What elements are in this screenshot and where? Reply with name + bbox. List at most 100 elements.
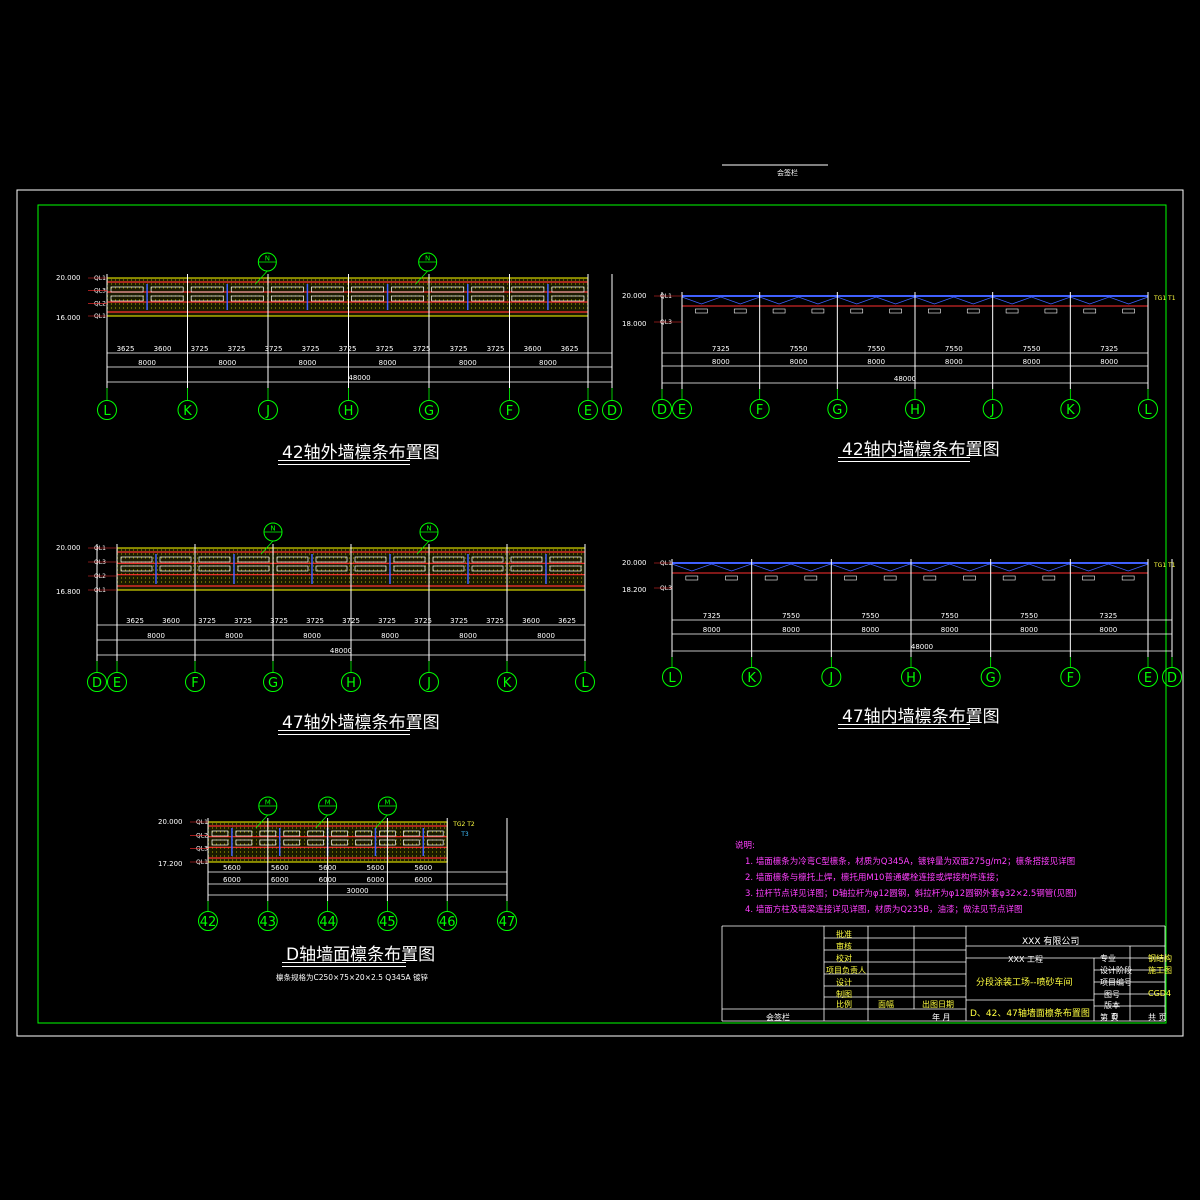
span-dimension: 3625 xyxy=(117,345,135,353)
purlin-block xyxy=(237,565,270,572)
axis-label: L xyxy=(668,671,676,686)
purlin-tag xyxy=(928,308,941,314)
axis-label: D xyxy=(1167,671,1177,686)
axis-label: J xyxy=(426,676,431,691)
notes-heading: 说明: xyxy=(735,841,755,851)
tb-right-label: 第 页 xyxy=(1100,1013,1119,1022)
bay-dimension: 6000 xyxy=(223,876,241,884)
level-label: QL1 xyxy=(196,819,208,826)
span-dimension: 3725 xyxy=(302,345,320,353)
member-tag: TG1 T1 xyxy=(1153,562,1176,569)
span-dimension: 5600 xyxy=(271,864,289,872)
bay-dimension: 8000 xyxy=(1100,358,1118,366)
elevation-mark: 16.000 xyxy=(56,314,81,322)
elevation-mark: 20.000 xyxy=(622,559,647,567)
axis-label: E xyxy=(113,676,121,691)
purlin-block xyxy=(510,556,543,563)
level-label: QL1 xyxy=(660,293,672,300)
bracing-zigzag xyxy=(671,563,1149,572)
axis-label: E xyxy=(678,403,686,418)
title-underline xyxy=(282,962,406,963)
axis-label: K xyxy=(747,671,756,686)
level-label: QL2 xyxy=(196,832,208,839)
axis-bubble xyxy=(1138,667,1158,687)
general-notes: 说明: 1. 墙面檩条为冷弯C型檩条，材质为Q345A，镀锌量为双面275g/m… xyxy=(735,838,1077,918)
total-dimension: 48000 xyxy=(330,647,352,655)
axis-label: H xyxy=(346,676,356,691)
total-dimension: 48000 xyxy=(348,374,370,382)
tb-label: 制图 xyxy=(836,990,852,999)
inner-border xyxy=(37,204,1167,1024)
span-dimension: 3725 xyxy=(414,617,432,625)
span-dimension: 7550 xyxy=(861,612,879,620)
purlin-block xyxy=(403,839,420,846)
purlin-block xyxy=(198,565,231,572)
title-underline xyxy=(278,460,410,461)
purlin-block xyxy=(315,565,348,572)
axis-bubble xyxy=(185,672,205,692)
span-dimension: 3725 xyxy=(413,345,431,353)
level-label: QL2 xyxy=(94,573,106,580)
purlin-block xyxy=(354,556,387,563)
axis-bubble xyxy=(377,911,398,931)
purlin-tag xyxy=(685,575,699,581)
level-label: QL1 xyxy=(94,587,106,594)
callout-leader xyxy=(255,814,269,829)
level-label: QL1 xyxy=(94,545,106,552)
purlin-block xyxy=(230,286,264,293)
callout-leader xyxy=(315,814,328,829)
tb-right-value: 共 页 xyxy=(1148,1013,1167,1022)
level-label: QL1 xyxy=(660,560,672,567)
purlin-block xyxy=(511,286,545,293)
span-dimension: 3725 xyxy=(342,617,360,625)
total-dimension: 30000 xyxy=(346,887,368,895)
axis-label: 47 xyxy=(499,915,516,930)
purlin-block xyxy=(393,556,426,563)
purlin-block xyxy=(403,830,420,837)
purlin-tag xyxy=(923,575,937,581)
bay-dimension: 8000 xyxy=(861,626,879,634)
span-dimension: 3725 xyxy=(265,345,283,353)
elevation-mark: 20.000 xyxy=(56,274,81,282)
tb-seal-label: 会签栏 xyxy=(766,1013,790,1022)
purlin-tag xyxy=(695,308,708,314)
purlin-block xyxy=(351,295,384,302)
view-title-47-outer: 47轴外墙檩条布置图 xyxy=(282,713,440,733)
purlin-block xyxy=(471,286,505,293)
purlin-block xyxy=(211,830,229,837)
purlin-block xyxy=(510,565,543,572)
purlin-block xyxy=(391,295,425,302)
purlin-block xyxy=(237,556,270,563)
axis-bubble xyxy=(602,400,622,420)
callout-leader xyxy=(375,814,388,829)
axis-label: L xyxy=(581,676,589,691)
span-dimension: 3600 xyxy=(162,617,180,625)
view-title-42-inner: 42轴内墙檩条布置图 xyxy=(842,440,1000,460)
span-dimension: 3725 xyxy=(450,617,468,625)
purlin-spec-note: 檩条规格为C250×75×20×2.5 Q345A 镀锌 xyxy=(276,973,429,982)
elevation-mark: 20.000 xyxy=(56,544,81,552)
axis-bubble xyxy=(652,399,672,419)
span-dimension: 7550 xyxy=(1023,345,1041,353)
purlin-block xyxy=(270,286,304,293)
purlin-block xyxy=(311,286,344,293)
bay-dimension: 8000 xyxy=(539,359,557,367)
purlin-block xyxy=(351,286,384,293)
axis-label: 45 xyxy=(379,915,396,930)
level-label: QL3 xyxy=(94,288,106,295)
bay-dimension: 8000 xyxy=(381,632,399,640)
span-dimension: 7550 xyxy=(1020,612,1038,620)
axis-label: H xyxy=(906,671,916,686)
span-dimension: 3725 xyxy=(486,617,504,625)
purlin-block xyxy=(354,565,387,572)
purlin-block xyxy=(198,556,231,563)
bay-dimension: 6000 xyxy=(319,876,337,884)
bay-dimension: 8000 xyxy=(941,626,959,634)
purlin-tag xyxy=(725,575,738,581)
axis-label: 44 xyxy=(319,915,336,930)
span-dimension: 7325 xyxy=(712,345,730,353)
axis-bubble xyxy=(257,911,278,931)
callout-leader xyxy=(415,270,428,285)
purlin-tag xyxy=(963,575,976,581)
